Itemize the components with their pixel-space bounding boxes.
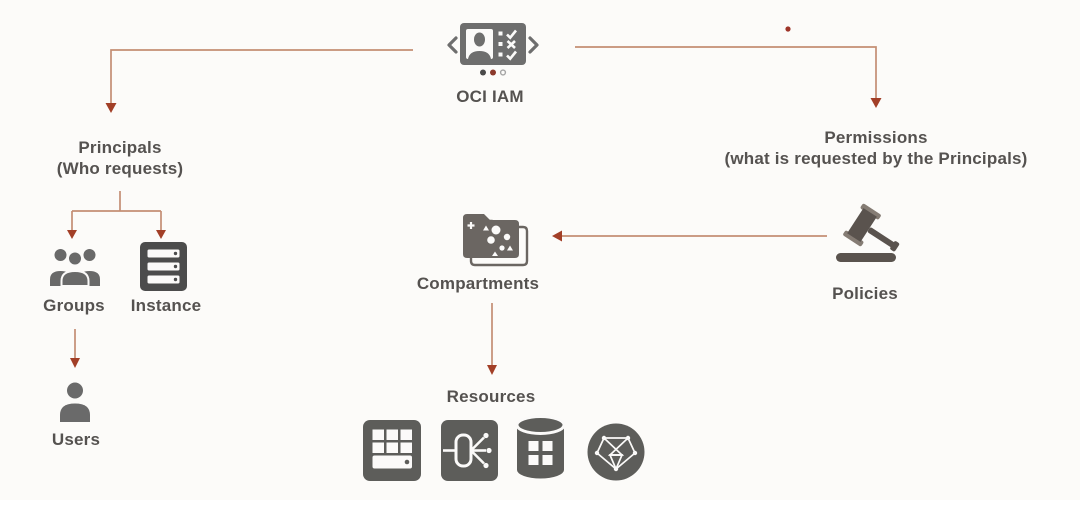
left-angle-bracket-icon [447,36,458,54]
arrowhead-instance [156,230,166,239]
instance-icon [140,242,187,291]
right-angle-bracket-icon [528,36,539,54]
groups-label: Groups [43,296,105,315]
policies-label: Policies [832,284,898,303]
arrowhead-permissions [870,98,882,108]
principals-label-line1: Principals [78,138,162,157]
database-icon [515,415,566,479]
compartments-label: Compartments [416,274,540,293]
oci-iam-label: OCI IAM [456,87,524,106]
load-balancer-icon [441,420,498,481]
users-label: Users [51,430,101,449]
connector-iam-to-principals [110,49,413,104]
network-polygon-icon [587,423,645,481]
principals-label-line2: (Who requests) [56,159,184,178]
instance-label: Instance [130,296,202,315]
arrowhead-resources [487,365,497,375]
compute-grid-icon [363,420,421,481]
permissions-label-line2: (what is requested by the Principals) [724,149,1028,168]
bottom-margin [0,500,1080,526]
permissions-label-line1: Permissions [824,128,928,147]
groups-icon [50,249,100,286]
policies-gavel-icon [836,203,900,262]
iam-card-icon [447,23,539,76]
arrowhead-users [70,358,80,368]
compartments-folder-icon [463,214,529,267]
connector-iam-to-permissions [575,46,877,99]
permissions-label: Permissions (what is requested by the Pr… [690,127,1062,169]
resources-label: Resources [446,387,536,406]
arrowhead-groups [67,230,77,239]
stray-red-dot [785,26,791,32]
user-icon [60,382,90,422]
principals-label: Principals (Who requests) [20,137,220,179]
arrowhead-principals [105,103,117,113]
arrowhead-compartments [552,230,562,242]
